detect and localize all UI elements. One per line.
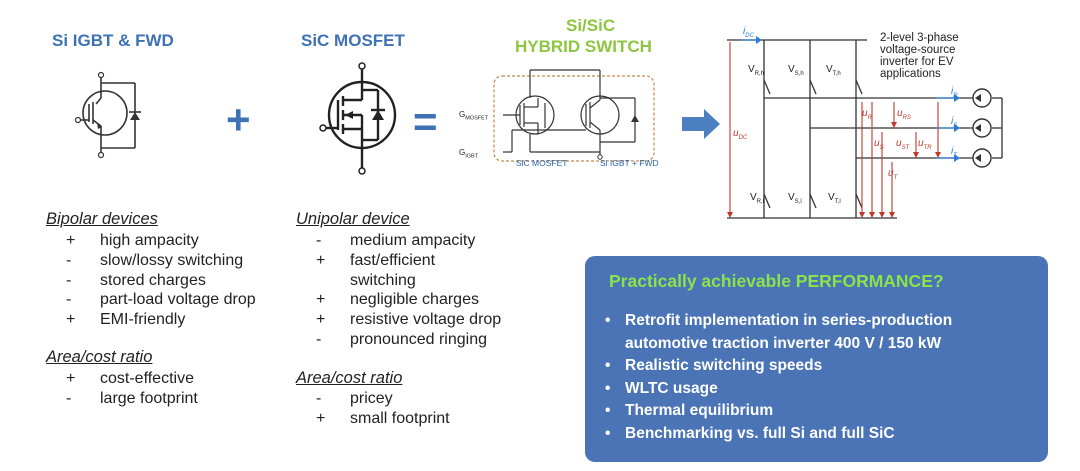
performance-item: automotive traction inverter 400 V / 150…: [625, 334, 942, 352]
bipolar-cost-heading: Area/cost ratio: [46, 348, 153, 366]
list-item: -part-load voltage drop: [66, 291, 256, 309]
list-item: switching: [350, 271, 416, 289]
list-item: +EMI-friendly: [66, 311, 186, 329]
voltage-label-us: uS: [874, 138, 884, 151]
unipolar-heading: Unipolar device: [296, 210, 410, 228]
list-item: -medium ampacity: [316, 232, 476, 249]
switch-label-th: VT,h: [826, 64, 841, 77]
mosfet-symbol: [319, 62, 397, 175]
equals-operator: =: [413, 98, 438, 145]
bipolar-list: +high ampacity -slow/lossy switching -st…: [46, 231, 256, 330]
plus-operator: +: [226, 96, 251, 143]
udc-label: uDC: [733, 128, 748, 141]
performance-item: •Realistic switching speeds: [605, 357, 823, 375]
current-label-s: iS: [951, 116, 958, 129]
current-label-r: iR: [951, 86, 958, 99]
bipolar-cost-list: +cost-effective -large footprint: [46, 369, 198, 409]
list-item: +negligible charges: [316, 291, 479, 309]
bipolar-heading: Bipolar devices: [46, 210, 158, 228]
hybrid-switch-diagram: [493, 69, 655, 162]
igbt-fwd-symbol: [74, 71, 141, 159]
current-label-t: iT: [951, 146, 957, 159]
voltage-label-urs: uRS: [897, 108, 911, 121]
hybrid-sic-mosfet-label: SiC MOSFET: [516, 158, 568, 168]
voltage-label-utr: uTR: [918, 138, 932, 151]
right-arrow-icon: [682, 109, 720, 139]
switch-label-tl: VT,l: [828, 192, 841, 205]
inverter-circuit: [727, 36, 1003, 219]
g-igbt-label: GIGBT: [459, 148, 479, 160]
list-item: +resistive voltage drop: [316, 311, 502, 329]
idc-label: iDC: [743, 26, 754, 39]
unipolar-cost-heading: Area/cost ratio: [296, 369, 403, 387]
list-item: -slow/lossy switching: [66, 251, 244, 269]
performance-title: Practically achievable PERFORMANCE?: [609, 271, 944, 291]
si-igbt-heading: Si IGBT & FWD: [52, 31, 174, 50]
list-item: +high ampacity: [66, 232, 199, 249]
switch-label-sh: VS,h: [788, 64, 804, 77]
switch-label-rl: VR,l: [750, 192, 765, 205]
inverter-note: 2-level 3-phase voltage-source inverter …: [880, 32, 959, 80]
list-item: +small footprint: [316, 409, 450, 427]
voltage-label-ut: uT: [888, 168, 898, 181]
list-item: +fast/efficient: [316, 251, 436, 269]
voltage-label-ur: uR: [862, 108, 872, 121]
voltage-label-ust: uST: [896, 138, 910, 151]
performance-item: •WLTC usage: [605, 379, 718, 397]
sic-mosfet-heading: SiC MOSFET: [301, 31, 405, 50]
performance-box: Practically achievable PERFORMANCE? •Ret…: [585, 256, 1048, 462]
performance-list: •Retrofit implementation in series-produ…: [605, 310, 952, 446]
hybrid-si-igbt-fwd-label: Si IGBT + FWD: [600, 158, 659, 168]
performance-item: •Retrofit implementation in series-produ…: [605, 312, 953, 329]
hybrid-heading-line1: Si/SiC: [566, 16, 616, 35]
unipolar-cost-list: -pricey +small footprint: [296, 389, 450, 429]
unipolar-list: -medium ampacity +fast/efficient switchi…: [296, 231, 501, 350]
performance-item: •Benchmarking vs. full Si and full SiC: [605, 424, 895, 442]
list-item: +cost-effective: [66, 370, 194, 387]
performance-item: •Thermal equilibrium: [605, 402, 774, 420]
switch-label-sl: VS,l: [788, 192, 802, 205]
list-item: -pronounced ringing: [316, 330, 487, 348]
list-item: -pricey: [316, 390, 393, 407]
g-mosfet-label: GMOSFET: [459, 110, 489, 122]
list-item: -stored charges: [66, 271, 206, 289]
list-item: -large footprint: [66, 389, 198, 407]
hybrid-heading-line2: HYBRID SWITCH: [515, 37, 652, 56]
switch-label-rh: VR,h: [748, 64, 765, 77]
